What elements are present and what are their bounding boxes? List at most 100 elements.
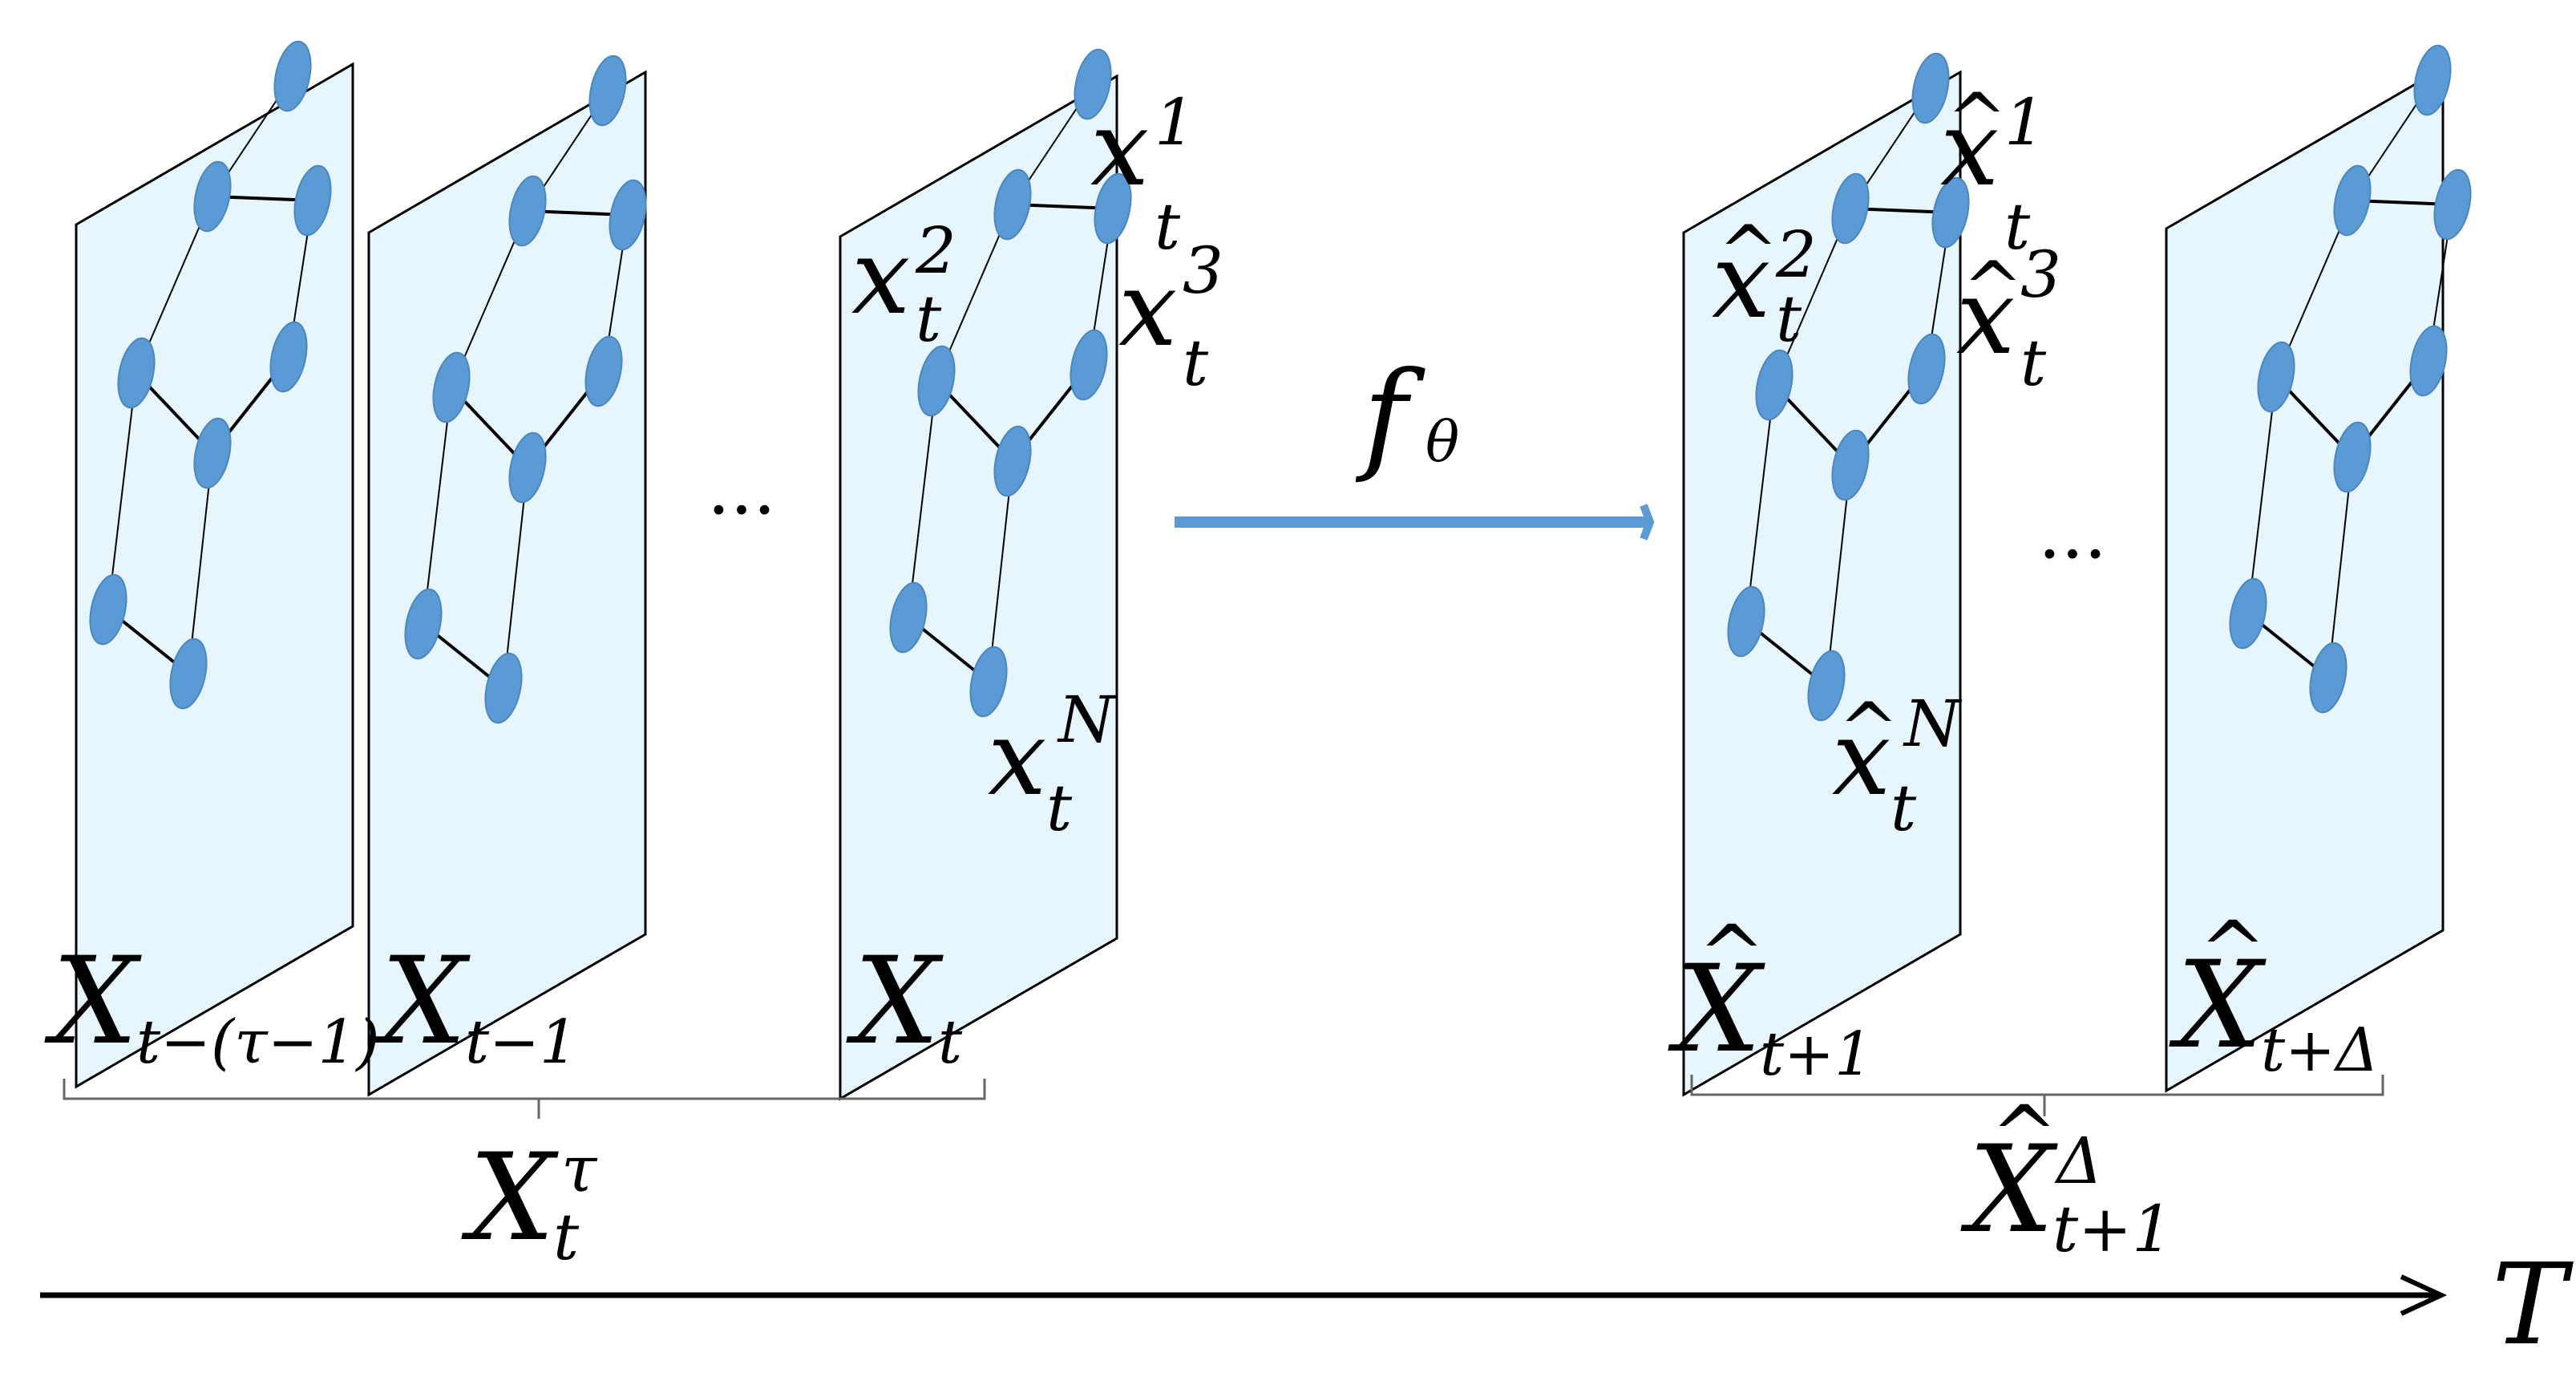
graph-plane: [1682, 70, 1962, 1097]
svg-text:X: X: [373, 932, 471, 1071]
input-frame-3: [839, 48, 1132, 1101]
frame-label-output-1: X ^ t+1: [1668, 908, 1873, 1089]
graph-node: [508, 431, 547, 504]
graph-plane: [75, 62, 354, 1089]
output-group-label: X ^ Δ t+1: [1960, 1088, 2173, 1266]
svg-text:t−(τ−1): t−(τ−1): [136, 1006, 380, 1077]
graph-node: [273, 40, 312, 112]
graph-node: [508, 175, 547, 247]
svg-text:Δ: Δ: [2054, 1124, 2103, 1198]
graph-node: [993, 425, 1032, 497]
graph-node: [1070, 329, 1108, 401]
graph-node: [969, 646, 1008, 718]
frame-label-input-2: X t−1: [373, 932, 578, 1077]
svg-text:x: x: [1832, 697, 1891, 819]
svg-text:^: ^: [1718, 210, 1778, 294]
output-brace: [1690, 1075, 2384, 1116]
graph-plane: [839, 74, 1118, 1101]
svg-text:N: N: [1903, 686, 1963, 761]
svg-text:3: 3: [1183, 233, 1223, 308]
node-label-input-N: x N t: [988, 682, 1117, 845]
svg-text:X: X: [1960, 1120, 2058, 1260]
graph-edge: [188, 452, 213, 674]
input-frame-1: [75, 40, 354, 1089]
node-label-output-3: x ^ 3 t: [1956, 237, 2061, 400]
svg-text:x: x: [988, 697, 1046, 819]
graph-node: [1911, 52, 1950, 124]
mapping-function: f: [1355, 346, 1425, 486]
svg-text:t+Δ: t+Δ: [2261, 1014, 2379, 1085]
graph-node: [404, 588, 443, 660]
graph-node: [609, 179, 647, 251]
svg-text:X: X: [2169, 936, 2267, 1075]
graph-node: [917, 345, 956, 417]
svg-text:X: X: [1668, 940, 1765, 1079]
graph-node: [1807, 650, 1846, 722]
graph-edge: [2247, 376, 2277, 614]
graph-node: [89, 573, 127, 646]
svg-text:t+1: t+1: [1760, 1019, 1873, 1089]
graph-node: [993, 168, 1032, 241]
output-frame-2: [2165, 44, 2472, 1093]
frame-label-output-2: X ^ t+Δ: [2169, 904, 2379, 1085]
graph-edge: [988, 460, 1013, 682]
graph-plane: [2165, 66, 2445, 1093]
svg-text:t: t: [916, 281, 942, 356]
graph-node: [1907, 333, 1946, 405]
graph-node: [584, 335, 623, 407]
frame-label-input-1: X t−(τ−1): [44, 932, 380, 1077]
graph-node: [2409, 325, 2448, 397]
graph-edge: [908, 380, 937, 618]
graph-node: [293, 164, 332, 237]
mapping-arrow-head: [1640, 504, 1655, 541]
svg-text:t: t: [1891, 771, 1917, 845]
graph-node: [2257, 341, 2295, 413]
graph-node: [1727, 585, 1765, 658]
mapping-subscript: θ: [1425, 409, 1459, 475]
graph-node: [1931, 176, 1970, 249]
input-brace: [63, 1079, 986, 1119]
svg-text:x: x: [1712, 220, 1770, 342]
graph-node: [2433, 168, 2472, 241]
svg-text:X: X: [846, 932, 944, 1071]
graph-node: [484, 652, 523, 724]
graph-node: [1074, 48, 1112, 120]
mapping-label: f θ: [1355, 346, 1459, 486]
svg-text:1: 1: [1155, 85, 1195, 160]
graph-node: [2413, 44, 2452, 116]
frame-label-input-3: X t: [846, 932, 963, 1077]
graph-edge: [2327, 456, 2353, 678]
svg-text:X: X: [44, 932, 142, 1071]
graph-node: [2309, 642, 2348, 714]
node-label-output-1: x ^ 1 t: [1940, 78, 2045, 264]
svg-text:^: ^: [2199, 904, 2267, 998]
svg-text:2: 2: [915, 213, 956, 288]
svg-text:X: X: [461, 1128, 559, 1268]
svg-text:^: ^: [1698, 908, 1765, 1002]
svg-text:t: t: [1046, 771, 1073, 845]
graph-node: [117, 337, 156, 409]
graph-node: [889, 581, 928, 654]
svg-text:t: t: [553, 1200, 580, 1274]
output-frame-1: [1682, 52, 1970, 1097]
node-label-output-N: x ^ N t: [1832, 686, 1963, 845]
ellipsis-output: ...: [2038, 491, 2107, 575]
svg-text:^: ^: [1947, 78, 2007, 162]
svg-text:2: 2: [1775, 217, 1817, 292]
svg-text:x: x: [851, 216, 910, 338]
graph-node: [2333, 164, 2372, 237]
graph-edge: [503, 467, 528, 689]
svg-text:x: x: [1940, 87, 1999, 209]
graph-edge: [1826, 464, 1851, 686]
time-axis-label: T: [2492, 1240, 2574, 1371]
svg-text:N: N: [1057, 682, 1117, 757]
svg-text:^: ^: [1963, 246, 2023, 330]
svg-text:^: ^: [1991, 1088, 2058, 1182]
node-label-input-2: x 2 t: [851, 213, 956, 356]
graph-node: [1831, 429, 1870, 501]
graph-node: [269, 321, 308, 393]
graph-edge: [423, 387, 452, 625]
graph-edge: [1745, 384, 1775, 622]
